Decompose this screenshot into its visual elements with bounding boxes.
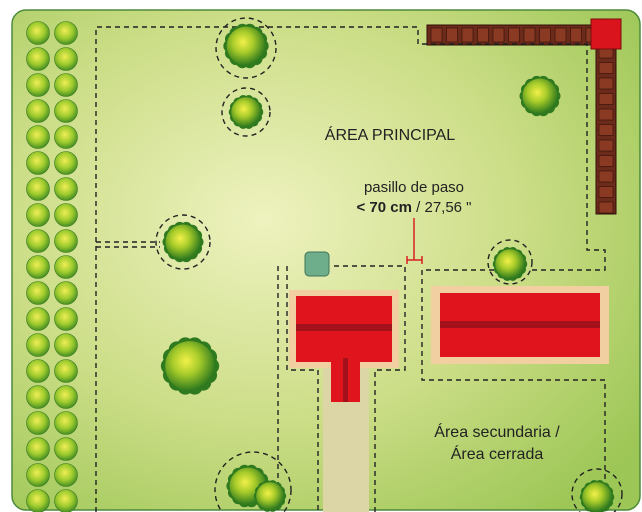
tree-icon	[492, 247, 528, 281]
hedge-shrub-icon	[54, 359, 78, 383]
tree-icon	[160, 337, 220, 395]
fence-top-pickets	[430, 27, 598, 43]
hedge-shrub-icon	[54, 489, 78, 512]
corridor-label: pasillo de paso	[364, 179, 464, 196]
corridor-width-inch: / 27,56 "	[412, 199, 472, 216]
fence-picket	[430, 27, 443, 43]
fence-corner-post	[590, 18, 622, 50]
tree-outline-bottom	[214, 451, 292, 512]
main-area-outline	[95, 26, 606, 512]
corridor-width-label: < 70 cm / 27,56 "	[356, 199, 471, 216]
hedge-shrub-icon	[54, 385, 78, 409]
hedge-shrub-icon	[54, 411, 78, 435]
hedge-shrub-icon	[26, 73, 50, 97]
hedge-shrub-icon	[54, 203, 78, 227]
hedge-shrub-icon	[26, 21, 50, 45]
hedge-shrub-icon	[54, 99, 78, 123]
fence	[426, 18, 622, 215]
hedge-shrub-icon	[26, 463, 50, 487]
tree-icon	[253, 480, 287, 512]
fence-picket	[598, 186, 614, 198]
hedge-shrub-icon	[54, 21, 78, 45]
fence-picket	[492, 27, 505, 43]
hedge-shrub-icon	[54, 307, 78, 331]
main-area-outline-left	[96, 241, 160, 248]
tree-outline-corner	[571, 468, 623, 512]
hedge-shrub-icon	[26, 489, 50, 512]
hedge-shrub-icon	[26, 151, 50, 175]
hedge-shrub-icon	[54, 73, 78, 97]
large-building-ridge	[440, 321, 600, 328]
tree-icon	[579, 480, 615, 512]
hedge-shrub-icon	[54, 333, 78, 357]
tree-icon	[519, 75, 561, 117]
fence-picket	[598, 93, 614, 105]
fence-picket	[539, 27, 551, 43]
hedge-shrub-icon	[26, 437, 50, 461]
hedge-shrub-icon	[54, 125, 78, 149]
hedge-shrub-icon	[54, 437, 78, 461]
hedge-shrub-icon	[26, 255, 50, 279]
corridor-marker	[406, 218, 423, 264]
hedge-shrub-icon	[26, 99, 50, 123]
hedge-shrub-icon	[26, 125, 50, 149]
tree-outline-top	[215, 17, 277, 79]
fence-picket	[570, 27, 582, 43]
trees	[160, 23, 615, 512]
hedge-shrub-icon	[54, 177, 78, 201]
tree-outline-mid	[487, 239, 533, 285]
fence-picket	[523, 27, 536, 43]
small-building-ridge	[296, 324, 392, 331]
fence-picket	[508, 27, 520, 43]
fence-picket	[598, 108, 614, 121]
fence-picket	[598, 155, 614, 167]
tree-icon	[228, 95, 264, 129]
hedge-shrub-icon	[26, 177, 50, 201]
secondary-area-label-1: Área secundaria /	[434, 422, 560, 441]
fence-picket	[598, 124, 614, 136]
area-outlines	[95, 17, 623, 512]
small-building-wing-ridge	[343, 358, 348, 402]
hedge-shrub-icon	[26, 281, 50, 305]
hedge-shrub-icon	[26, 229, 50, 253]
gate-icon	[304, 251, 330, 277]
fence-picket	[446, 27, 458, 43]
hedge-shrub-icon	[54, 229, 78, 253]
hedge-shrub-icon	[26, 411, 50, 435]
fence-picket	[477, 27, 489, 43]
hedge-shrub-icon	[54, 255, 78, 279]
hedge-shrub-icon	[54, 463, 78, 487]
corridor-width-cm: 70 cm	[369, 199, 412, 216]
hedge-row	[26, 21, 78, 512]
tree-outline-left	[155, 214, 211, 270]
secondary-area-label-2: Área cerrada	[451, 444, 544, 463]
fence-picket	[598, 139, 614, 152]
hedge-shrub-icon	[54, 281, 78, 305]
hedge-shrub-icon	[26, 307, 50, 331]
hedge-shrub-icon	[26, 359, 50, 383]
hedge-shrub-icon	[54, 47, 78, 71]
buildings	[289, 286, 609, 402]
tree-icon	[162, 221, 204, 263]
hedge-shrub-icon	[26, 385, 50, 409]
hedge-shrub-icon	[26, 47, 50, 71]
hedge-shrub-icon	[54, 151, 78, 175]
fence-picket	[598, 170, 614, 183]
corridor-width-prefix: <	[356, 199, 369, 216]
tree-icon	[223, 23, 269, 69]
fence-picket	[598, 62, 614, 74]
fence-picket	[598, 201, 614, 214]
hedge-shrub-icon	[26, 333, 50, 357]
fence-picket	[461, 27, 474, 43]
fence-right-pickets	[598, 46, 614, 214]
main-area-label: ÁREA PRINCIPAL	[325, 125, 456, 144]
small-building-outline	[286, 265, 406, 512]
fence-picket	[598, 77, 614, 90]
corridor-outline	[421, 269, 606, 480]
fence-picket	[554, 27, 567, 43]
hedge-shrub-icon	[26, 203, 50, 227]
tree-outline-top2	[221, 87, 271, 137]
